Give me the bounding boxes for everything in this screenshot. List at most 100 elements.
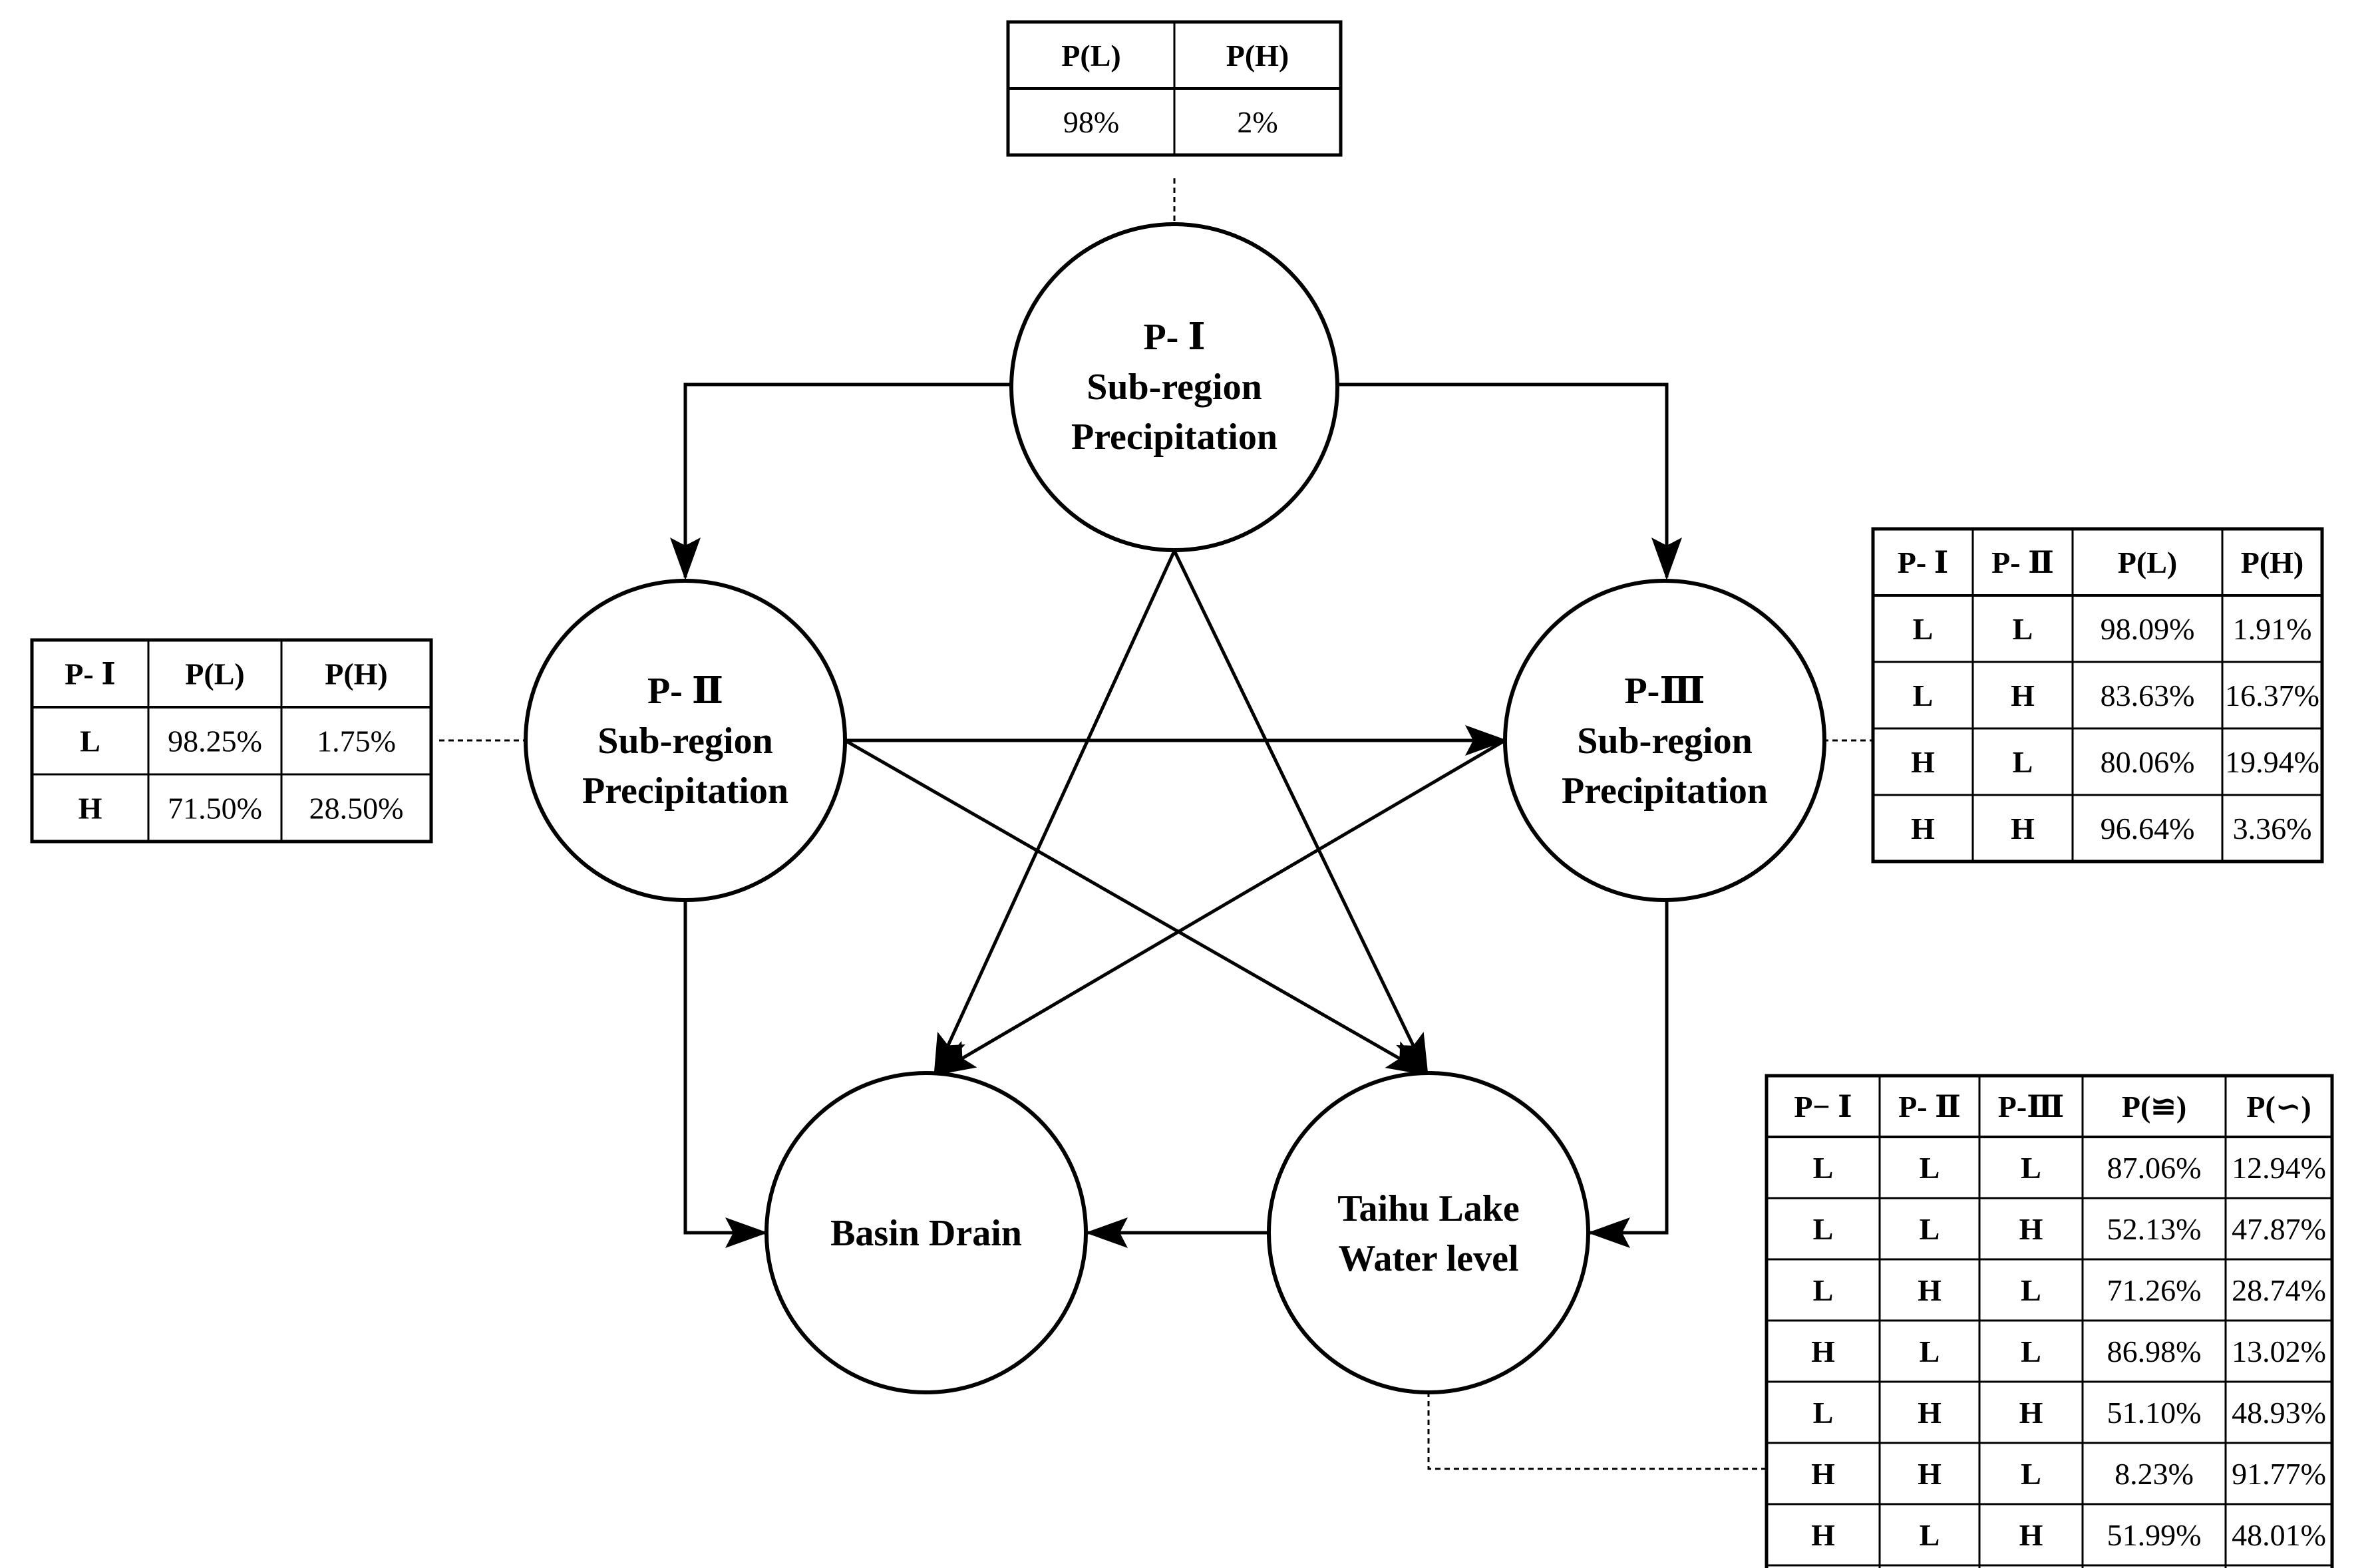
node-p3: P-Ⅲ Sub-region Precipitation <box>1503 579 1826 902</box>
node-p3-line-1: P-Ⅲ <box>1624 671 1705 712</box>
table-cell: 12.94% <box>2232 1151 2326 1185</box>
table-cell: 98.09% <box>2101 612 2195 646</box>
table-cell: 71.50% <box>168 792 262 826</box>
table-cell: H <box>1811 1518 1835 1552</box>
table-cell: 47.87% <box>2232 1212 2326 1246</box>
table-cell: 87.06% <box>2107 1151 2202 1185</box>
table-cell: 98% <box>1063 105 1119 139</box>
table-connectors <box>439 178 1873 1470</box>
table-cell: L <box>1920 1212 1940 1246</box>
table-cell: 28.50% <box>309 792 404 826</box>
edge-p2-to-taihu <box>844 738 1430 1076</box>
node-taihu-line-2: Water level <box>1338 1238 1518 1279</box>
table-header-cell: P(H) <box>1226 39 1289 73</box>
table-border <box>1765 1074 2334 1568</box>
table-cell: 52.13% <box>2107 1212 2202 1246</box>
edge-p1-to-p2 <box>670 383 1018 580</box>
table-cell: 28.74% <box>2232 1273 2326 1307</box>
table-header-cell: P- Ⅱ <box>1898 1090 1961 1124</box>
table-cell: L <box>2021 1457 2041 1491</box>
table-cell: L <box>2013 745 2033 779</box>
table-cell: H <box>2019 1212 2043 1246</box>
table-cell: H <box>2011 812 2035 846</box>
table-cell: 51.10% <box>2107 1396 2202 1430</box>
table-cell: 96.64% <box>2101 812 2195 846</box>
table-cell: 2% <box>1237 105 1277 139</box>
node-taihu-water-level: Taihu Lake Water level <box>1267 1071 1590 1394</box>
table-cell: L <box>1920 1518 1940 1552</box>
table-cell: L <box>2021 1273 2041 1307</box>
table-cell: 91.77% <box>2232 1457 2326 1491</box>
table-cell: 1.91% <box>2233 612 2312 646</box>
table-cell: 13.02% <box>2232 1334 2326 1368</box>
edge-p3-to-basin <box>932 738 1506 1076</box>
table-cell: 98.25% <box>168 724 262 758</box>
node-p1-line-1: P- Ⅰ <box>1143 317 1205 358</box>
table-header-cell: P(L) <box>2118 546 2177 579</box>
table-header-cell: P(L) <box>185 657 244 691</box>
edge-p1-to-p3 <box>1334 383 1682 580</box>
table-cell: 86.98% <box>2107 1334 2202 1368</box>
table-cell: L <box>1920 1334 1940 1368</box>
table-cell: L <box>1813 1151 1834 1185</box>
table-header-cell: P(≌) <box>2122 1090 2186 1124</box>
table-header-cell: P(H) <box>2241 546 2304 579</box>
table-cell: L <box>2021 1151 2041 1185</box>
table-cell: H <box>79 792 102 826</box>
node-p2-line-1: P- Ⅱ <box>647 671 723 712</box>
table-cell: H <box>1918 1396 1942 1430</box>
table-cell: 80.06% <box>2101 745 2195 779</box>
table-cell: L <box>1813 1212 1834 1246</box>
table-cell: H <box>2019 1518 2043 1552</box>
table-cell: L <box>80 724 100 758</box>
edge-p2-to-basin <box>683 901 768 1248</box>
table-cell: H <box>1911 745 1935 779</box>
table-header-cell: P- Ⅱ <box>1991 546 2054 579</box>
table-cell: L <box>2021 1334 2041 1368</box>
node-p2: P- Ⅱ Sub-region Precipitation <box>524 579 847 902</box>
table-header-cell: P- Ⅰ <box>1898 546 1948 579</box>
node-p3-line-3: Precipitation <box>1562 770 1768 812</box>
node-p1: P- Ⅰ Sub-region Precipitation <box>1009 222 1339 552</box>
node-p2-line-2: Sub-region <box>597 720 772 762</box>
node-taihu-line-1: Taihu Lake <box>1337 1188 1519 1229</box>
table-cell: 19.94% <box>2225 745 2319 779</box>
table-cell: 8.23% <box>2115 1457 2194 1491</box>
connector-taihu-table <box>1427 1392 1767 1470</box>
table-cell: 51.99% <box>2107 1518 2202 1552</box>
table-cell: 3.36% <box>2233 812 2312 846</box>
cpt-tables: P(L) P(H) 98% 2% P- Ⅰ P(L) P(H) L 98.25% 1.75% H 71… <box>30 20 2334 1568</box>
table-header-cell: P- Ⅰ <box>65 657 115 691</box>
table-cell: H <box>2019 1396 2043 1430</box>
node-p1-line-3: Precipitation <box>1071 416 1277 458</box>
table-cell: 71.26% <box>2107 1273 2202 1307</box>
node-basin-drain: Basin Drain <box>764 1071 1088 1394</box>
table-header-cell: P(∽) <box>2246 1090 2311 1124</box>
table-header-cell: P− Ⅰ <box>1794 1090 1852 1124</box>
table-cell: H <box>1811 1334 1835 1368</box>
table-cell: L <box>1813 1396 1834 1430</box>
node-basin-line-1: Basin Drain <box>830 1213 1022 1254</box>
table-border <box>30 638 433 844</box>
table-cell: H <box>1918 1273 1942 1307</box>
table-cell: 16.37% <box>2225 679 2319 712</box>
table-cell: 48.93% <box>2232 1396 2326 1430</box>
table-header-cell: P(H) <box>325 657 388 691</box>
table-cell: L <box>2013 612 2033 646</box>
table-cell: L <box>1813 1273 1834 1307</box>
table-cell: H <box>1811 1457 1835 1491</box>
edge-p3-to-taihu <box>1588 901 1669 1248</box>
edges <box>670 383 1682 1248</box>
node-p3-line-2: Sub-region <box>1577 720 1752 762</box>
edge-p1-to-taihu <box>1172 549 1429 1077</box>
table-border <box>1871 527 2324 863</box>
table-cell: 1.75% <box>317 724 396 758</box>
table-cell: H <box>1911 812 1935 846</box>
table-cell: L <box>1913 612 1934 646</box>
node-p1-line-2: Sub-region <box>1087 367 1262 408</box>
cpt-table-p1: P(L)P(H)98%2% <box>1006 20 1343 157</box>
table-cell: L <box>1920 1151 1940 1185</box>
